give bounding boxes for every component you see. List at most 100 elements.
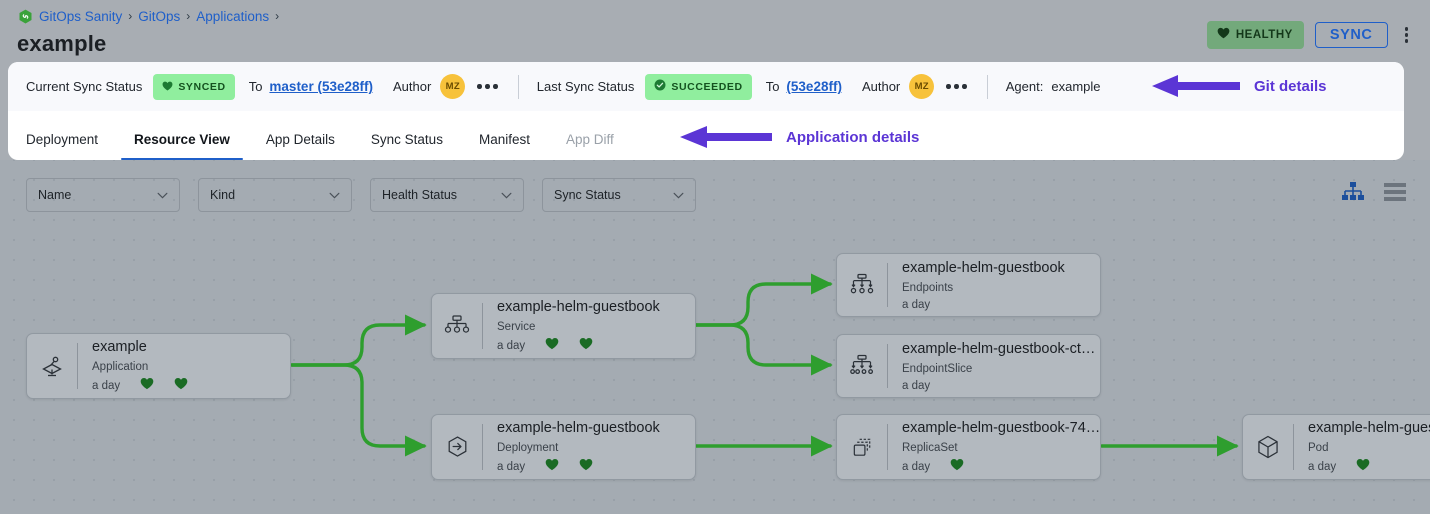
node-kind: Deployment <box>497 441 660 455</box>
node-age: a day <box>902 298 930 312</box>
last-revision-link[interactable]: (53e28ff) <box>786 79 842 94</box>
avatar: MZ <box>909 74 934 99</box>
current-author-label: Author <box>393 79 431 94</box>
health-heart-icon <box>140 377 154 395</box>
node-meta: a day <box>902 458 1100 476</box>
breadcrumb-separator: › <box>275 9 279 24</box>
agent-value: example <box>1051 79 1100 94</box>
node-body: example Application a day <box>78 338 188 395</box>
breadcrumb-separator: › <box>128 9 132 24</box>
last-author-label: Author <box>862 79 900 94</box>
breadcrumb-separator: › <box>186 9 190 24</box>
node-age: a day <box>902 379 930 393</box>
current-revision-link[interactable]: master (53e28ff) <box>269 79 373 94</box>
node-name: example-helm-guestbook <box>497 419 660 438</box>
gitops-hexagon-icon <box>18 9 33 24</box>
tab-sync-status[interactable]: Sync Status <box>371 132 443 160</box>
node-body: example-helm-guestbook Service a day <box>483 298 660 355</box>
filter-bar: Name Kind Health Status Sync Status <box>26 178 696 212</box>
sync-button[interactable]: SYNC <box>1315 22 1388 48</box>
tree-view-icon[interactable] <box>1342 182 1364 207</box>
node-name: example-helm-guestbook-ct… <box>902 340 1095 359</box>
node-body: example-helm-guestbook-74… ReplicaSet a … <box>888 419 1100 476</box>
node-kind: Pod <box>1308 441 1430 455</box>
tab-deployment[interactable]: Deployment <box>26 132 98 160</box>
filter-label: Name <box>38 188 71 202</box>
annotation-label: Application details <box>786 129 919 146</box>
filter-kind[interactable]: Kind <box>198 178 352 212</box>
tab-app-diff[interactable]: App Diff <box>566 132 614 160</box>
current-sync-status-badge: SYNCED <box>153 74 234 100</box>
breadcrumb-item-1[interactable]: GitOps <box>138 9 180 24</box>
filter-sync-status[interactable]: Sync Status <box>542 178 696 212</box>
breadcrumb-item-2[interactable]: Applications <box>196 9 269 24</box>
node-meta: a day <box>497 337 660 355</box>
header-actions: HEALTHY SYNC <box>1207 21 1414 49</box>
last-sync-status-label: Last Sync Status <box>537 79 635 94</box>
list-view-icon[interactable] <box>1384 183 1406 206</box>
deployment-icon <box>432 434 482 461</box>
graph-node-application[interactable]: example Application a day <box>26 333 291 399</box>
last-sync-status-badge: SUCCEEDED <box>645 74 751 100</box>
resource-graph-canvas[interactable]: Name Kind Health Status Sync Status <box>0 160 1430 514</box>
health-heart-icon <box>545 458 559 476</box>
sync-heart-icon <box>579 458 593 476</box>
node-kind: Application <box>92 360 188 374</box>
node-meta: a day <box>1308 458 1430 476</box>
node-age: a day <box>92 379 120 393</box>
divider <box>518 75 519 99</box>
node-meta: a day <box>902 379 1095 393</box>
node-kind: EndpointSlice <box>902 362 1095 376</box>
pod-cube-icon <box>1243 434 1293 461</box>
tab-app-details[interactable]: App Details <box>266 132 335 160</box>
annotation-git-details: Git details <box>1152 73 1327 99</box>
graph-node-pod[interactable]: example-helm-guest Pod a day <box>1242 414 1430 480</box>
chevron-down-icon <box>501 186 512 204</box>
annotation-label: Git details <box>1254 78 1327 95</box>
filter-health-status[interactable]: Health Status <box>370 178 524 212</box>
chevron-down-icon <box>673 186 684 204</box>
node-name: example-helm-guest <box>1308 419 1430 438</box>
current-sync-more-icon[interactable] <box>477 84 498 89</box>
tab-manifest[interactable]: Manifest <box>479 132 530 160</box>
filter-label: Health Status <box>382 188 457 202</box>
chevron-down-icon <box>329 186 340 204</box>
page-title: example <box>17 31 106 57</box>
node-age: a day <box>497 460 525 474</box>
tab-resource-view[interactable]: Resource View <box>134 132 230 160</box>
node-body: example-helm-guestbook Endpoints a day <box>888 259 1065 312</box>
left-arrow-icon <box>1152 73 1240 99</box>
graph-node-endpoints[interactable]: example-helm-guestbook Endpoints a day <box>836 253 1101 317</box>
filter-name[interactable]: Name <box>26 178 180 212</box>
sync-heart-icon <box>579 337 593 355</box>
sync-heart-icon <box>174 377 188 395</box>
avatar: MZ <box>440 74 465 99</box>
left-arrow-icon <box>680 124 772 150</box>
graph-node-deployment[interactable]: example-helm-guestbook Deployment a day <box>431 414 696 480</box>
node-meta: a day <box>902 298 1065 312</box>
divider <box>987 75 988 99</box>
node-name: example-helm-guestbook-74… <box>902 419 1100 438</box>
filter-label: Sync Status <box>554 188 621 202</box>
node-name: example-helm-guestbook <box>902 259 1065 278</box>
node-body: example-helm-guest Pod a day <box>1294 419 1430 476</box>
more-options-icon[interactable] <box>1399 24 1415 46</box>
node-meta: a day <box>92 377 188 395</box>
health-status-label: HEALTHY <box>1236 29 1293 41</box>
health-status-badge: HEALTHY <box>1207 21 1304 49</box>
last-sync-status-value: SUCCEEDED <box>671 81 742 93</box>
node-kind: ReplicaSet <box>902 441 1100 455</box>
view-toggle-group <box>1342 182 1406 207</box>
graph-node-endpointslice[interactable]: example-helm-guestbook-ct… EndpointSlice… <box>836 334 1101 398</box>
node-meta: a day <box>497 458 660 476</box>
check-circle-icon <box>654 78 666 96</box>
graph-node-service[interactable]: example-helm-guestbook Service a day <box>431 293 696 359</box>
last-to-label: To <box>766 79 780 94</box>
breadcrumb-item-0[interactable]: GitOps Sanity <box>39 9 122 24</box>
health-heart-icon <box>950 458 964 476</box>
node-kind: Service <box>497 320 660 334</box>
node-body: example-helm-guestbook Deployment a day <box>483 419 660 476</box>
last-sync-more-icon[interactable] <box>946 84 967 89</box>
breadcrumb: GitOps Sanity › GitOps › Applications › <box>18 9 279 24</box>
graph-node-replicaset[interactable]: example-helm-guestbook-74… ReplicaSet a … <box>836 414 1101 480</box>
